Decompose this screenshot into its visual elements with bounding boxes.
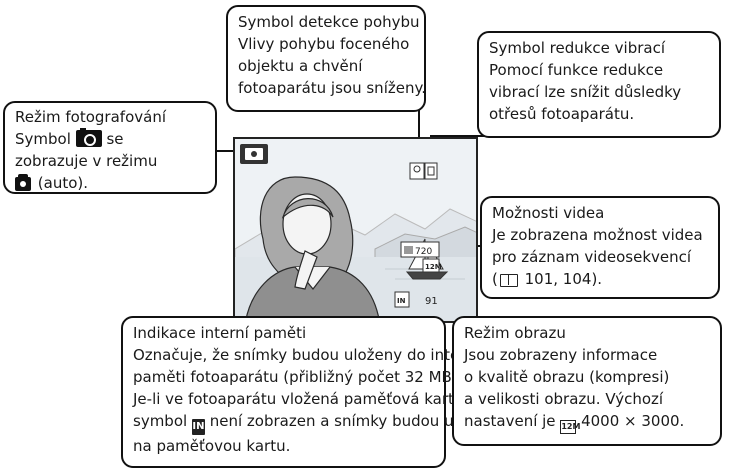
movie-line-3: pro záznam videosekvencí [492, 248, 692, 266]
camera-monitor-screen: 720 12M IN 91 [233, 137, 478, 323]
vr-line-4: otřesů fotoaparátu. [489, 105, 635, 123]
screen-movie-720-icon: 720 [400, 241, 440, 258]
memory-line-6: na paměťovou kartu. [133, 437, 291, 455]
scene-illustration: 720 12M IN 91 [235, 139, 476, 321]
motion-line-4: fotoaparátu jsou sníženy. [238, 79, 426, 97]
callout-image-mode: Režim obrazu Jsou zobrazeny informace o … [452, 316, 722, 446]
screen-motion-detection-icon [409, 162, 425, 180]
vr-line-3: vibrací lze snížit důsledky [489, 83, 682, 101]
memory-line-1: Indikace interní paměti [133, 324, 307, 342]
svg-text:720: 720 [415, 247, 432, 257]
leader-vibration-h [430, 135, 485, 137]
camera-mode-icon [75, 128, 102, 147]
callout-motion-detection: Symbol detekce pohybu Vlivy pohybu focen… [226, 5, 426, 112]
shooting-mode-line2: Symbol se [15, 128, 124, 148]
vr-line-1: Symbol redukce vibrací [489, 39, 666, 57]
screen-image-size-icon: 12M [422, 258, 442, 273]
callout-vibration-reduction: Symbol redukce vibrací Pomocí funkce red… [477, 31, 721, 138]
screen-camera-mode-icon [240, 144, 268, 164]
image-mode-line-4: a velikosti obrazu. Výchozí [464, 390, 664, 408]
movie-line-1: Možnosti videa [492, 204, 605, 222]
leader-shooting-mode [216, 150, 235, 152]
screen-internal-memory-icon: IN [394, 291, 410, 308]
callout-movie-options: Možnosti videa Je zobrazena možnost vide… [480, 196, 720, 299]
internal-memory-icon: IN [191, 419, 205, 435]
callout-shooting-mode: Režim fotografování Symbol se zobrazuje … [3, 101, 217, 194]
image-mode-line-1: Režim obrazu [464, 324, 566, 342]
svg-text:12M: 12M [425, 263, 442, 271]
screen-shots-remaining: 91 [425, 296, 438, 307]
book-reference-icon [499, 274, 518, 287]
leader-motion [418, 110, 420, 160]
motion-line-2: Vlivy pohybu foceného [238, 35, 410, 53]
motion-line-3: objektu a chvění [238, 57, 363, 75]
shooting-mode-title: Režim fotografování [15, 108, 166, 126]
memory-line-2: Označuje, že snímky budou uloženy do int… [133, 346, 479, 364]
image-size-12m-icon: 12M [560, 420, 580, 434]
shooting-mode-line4: (auto). [15, 172, 205, 194]
person-silhouette [245, 176, 380, 321]
vr-line-2: Pomocí funkce redukce [489, 61, 664, 79]
image-mode-line-5: nastavení je 12M 4000 × 3000. [464, 410, 710, 434]
memory-line-4: Je-li ve fotoaparátu vložená paměťová ka… [133, 390, 468, 408]
screen-vibration-reduction-icon [424, 162, 438, 180]
motion-line-1: Symbol detekce pohybu [238, 13, 420, 31]
svg-text:IN: IN [397, 297, 406, 305]
memory-line-3: paměti fotoaparátu (přibližný počet 32 M… [133, 368, 463, 386]
movie-line-4: ( 101, 104). [492, 270, 603, 288]
movie-line-2: Je zobrazena možnost videa [492, 226, 703, 244]
shooting-mode-line3: zobrazuje v režimu [15, 152, 158, 170]
auto-mode-icon [15, 174, 31, 191]
memory-line-5: symbol IN není zobrazen a snímky budou u… [133, 410, 502, 435]
image-mode-line-3: o kvalitě obrazu (kompresi) [464, 368, 670, 386]
callout-internal-memory: Indikace interní paměti Označuje, že sní… [121, 316, 502, 468]
image-mode-line-2: Jsou zobrazeny informace [464, 346, 658, 364]
